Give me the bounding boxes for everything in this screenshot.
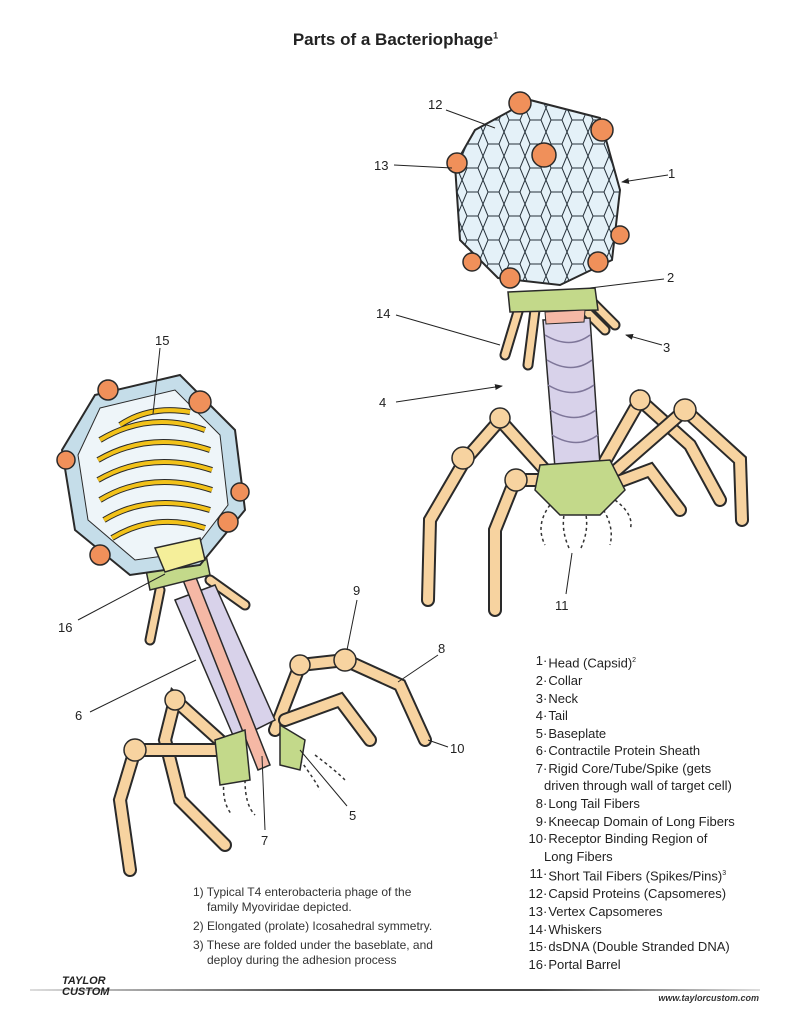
kneecaps [451,389,697,492]
callout-3: 3 [663,340,670,355]
separator-dot: · [543,831,548,847]
legend-item: 12·Capsid Proteins (Capsomeres) [528,886,727,902]
legend-label: Tail [548,708,568,724]
collar [507,287,599,313]
callout-12: 12 [428,97,442,112]
legend-item: 2·Collar [535,672,583,688]
legend-item: 3·Neck [535,690,578,706]
separator-dot: · [543,760,548,776]
footnote: 3) These are folded under the baseblate,… [193,938,433,967]
legend-label: Short Tail Fibers (Spikes/Pins)3 [548,868,727,884]
page-title: Parts of a Bacteriophage1 [292,30,499,49]
legend-item: 1·Head (Capsid)2 [535,653,637,671]
legend-label: Long Tail Fibers [548,796,640,812]
vertex-capsomeres [446,91,630,289]
callout-14: 14 [376,306,390,321]
callout-7: 7 [261,833,268,848]
separator-dot: · [543,653,548,668]
callout-9: 9 [353,583,360,598]
callout-13: 13 [374,158,388,173]
separator-dot: · [543,921,548,937]
legend-item: 13·Vertex Capsomeres [528,903,663,919]
callout-16: 16 [58,620,72,635]
legend-item: 15·dsDNA (Double Stranded DNA) [528,939,730,955]
baseplate-left [214,723,306,786]
separator-dot: · [543,903,548,919]
legend-item: 5·Baseplate [535,725,607,741]
callout-2: 2 [667,270,674,285]
callout-5: 5 [349,808,356,823]
separator-dot: · [543,672,548,688]
short-tail-fibers [540,499,632,551]
website-url: www.taylorcustom.com [658,993,759,1003]
separator-dot: · [543,725,548,741]
legend-item: 7·Rigid Core/Tube/Spike (gets [535,760,712,776]
legend-label: dsDNA (Double Stranded DNA) [548,939,730,955]
legend-label: Kneecap Domain of Long Fibers [548,813,735,829]
separator-dot: · [543,886,548,902]
callout-10: 10 [450,741,464,756]
legend-label: Rigid Core/Tube/Spike (gets [548,760,712,776]
separator-dot: · [543,956,548,972]
legend-label: Receptor Binding Region of [548,831,708,847]
legend-label: Portal Barrel [548,956,621,972]
portal-barrel [153,537,206,573]
legend-item: 10·Receptor Binding Region of [528,831,708,847]
legend-label: Vertex Capsomeres [548,903,663,919]
legend-label: Whiskers [548,921,602,937]
callout-8: 8 [438,641,445,656]
callout-lines [77,109,669,831]
cutaway-phage [56,373,432,877]
legend-item: 8·Long Tail Fibers [535,796,640,812]
legend-item: 11·Short Tail Fibers (Spikes/Pins)3 [529,866,727,884]
callout-numbers: 1 2 3 4 5 6 7 8 9 10 11 12 13 14 15 16 [58,97,675,848]
legend-item: 16·Portal Barrel [528,956,621,972]
legend-item: 9·Kneecap Domain of Long Fibers [535,813,735,829]
separator-dot: · [543,866,548,882]
legend-item-continued: Long Fibers [544,848,613,864]
legend-item: 6·Contractile Protein Sheath [535,743,701,759]
callout-6: 6 [75,708,82,723]
callout-4: 4 [379,395,386,410]
intact-phage [421,91,749,617]
separator-dot: · [543,939,548,955]
baseplate [534,459,626,516]
separator-dot: · [543,796,548,812]
neck [544,309,586,325]
separator-dot: · [543,813,548,829]
legend-label: Head (Capsid)2 [548,655,637,671]
legend-label: Collar [548,672,583,688]
separator-dot: · [543,690,548,706]
footnote: 2) Elongated (prolate) Icosahedral symme… [193,919,433,933]
legend-label: Contractile Protein Sheath [548,743,701,759]
legend-item: 4·Tail [535,708,568,724]
legend-label: Baseplate [548,725,607,741]
footer-divider [30,989,760,991]
separator-dot: · [543,708,548,724]
separator-dot: · [543,743,548,759]
legend-item: 14·Whiskers [528,921,602,937]
callout-11: 11 [555,598,569,613]
callout-15: 15 [155,333,169,348]
callout-1: 1 [668,166,675,181]
legend-label: Capsid Proteins (Capsomeres) [548,886,727,902]
legend-label: Neck [548,690,578,706]
legend-item-continued: driven through wall of target cell) [544,778,732,794]
footnote: 1) Typical T4 enterobacteria phage of th… [193,885,412,914]
footnotes: 1) Typical T4 enterobacteria phage of th… [193,885,433,972]
